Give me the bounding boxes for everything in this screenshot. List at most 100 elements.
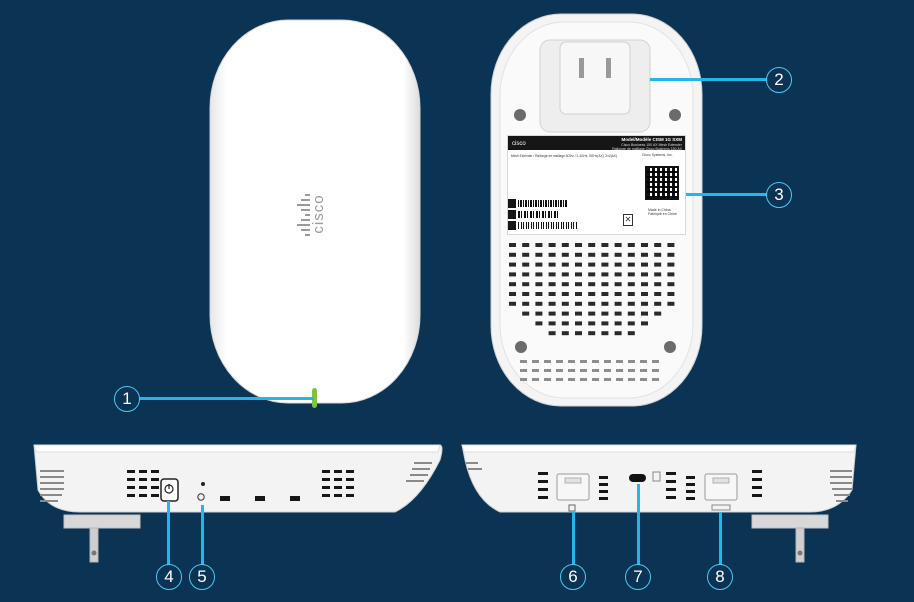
vent-slot	[614, 243, 622, 247]
vent-slot	[614, 272, 622, 277]
barcode-mac	[518, 222, 578, 229]
vent-slot	[654, 301, 662, 306]
vent-slot	[575, 321, 582, 326]
label-desc-1: Cisco Business 150 AX Mesh Extender	[621, 143, 682, 147]
vent-slot	[588, 301, 596, 306]
vent-slot	[575, 292, 582, 296]
vent-slot	[568, 369, 575, 372]
barcode-pid	[518, 211, 558, 218]
vent-slot	[588, 272, 596, 277]
vent-slot	[686, 476, 695, 479]
label-desc-2: Rallonge de maillage Cisco Business 150 …	[612, 147, 682, 151]
vent-slot	[627, 331, 635, 336]
vent-slot	[627, 292, 635, 296]
vent-slot	[667, 272, 675, 277]
vent-slot	[522, 262, 530, 267]
leader-line-8	[719, 512, 722, 565]
vent-slot	[548, 331, 556, 336]
vent-slot	[535, 311, 543, 316]
vent-slot	[641, 321, 648, 326]
vent-slot	[509, 252, 516, 257]
vent-slot	[588, 292, 596, 296]
vent-slot	[151, 478, 159, 481]
vent-slot	[522, 252, 530, 257]
vent-slot	[322, 486, 330, 489]
vent-slot	[532, 378, 539, 381]
vent-slot	[654, 292, 662, 296]
vent-slot	[535, 252, 543, 257]
status-led	[312, 388, 317, 408]
vent-slot	[667, 292, 675, 296]
callout-5: 5	[189, 564, 215, 590]
vent-slot	[640, 369, 647, 372]
vent-slot	[322, 478, 330, 481]
vent-slot	[139, 486, 147, 489]
vent-slot	[548, 262, 556, 267]
vent-slot	[686, 497, 695, 500]
vent-slot	[522, 243, 530, 247]
label-header	[508, 136, 685, 150]
vent-slot	[666, 480, 676, 483]
vent-slot	[509, 282, 516, 287]
vent-slot	[627, 272, 635, 277]
callout-6: 6	[560, 564, 586, 590]
vent-slot	[346, 478, 354, 481]
vent-slot	[522, 292, 530, 296]
vent-slot	[588, 311, 596, 316]
vent-slot	[520, 369, 527, 372]
vent-slot	[601, 331, 609, 336]
vent-slot	[652, 378, 659, 381]
vent-slot	[538, 496, 548, 499]
label-small-text: Mesh Extender / Rallonge de maillage 5GH…	[511, 154, 617, 158]
vent-slot	[641, 282, 648, 287]
vent-slot	[561, 262, 569, 267]
vent-slot	[580, 360, 587, 363]
vent-slot	[641, 252, 648, 257]
vent-slot	[139, 494, 147, 497]
label-cisco-logo: cisco	[512, 141, 526, 147]
vent-slot	[509, 262, 516, 267]
vent-slot	[544, 369, 551, 372]
vent-slot	[322, 470, 330, 473]
vent-slot	[127, 486, 135, 489]
vent-slot	[561, 331, 569, 336]
vent-slot	[548, 252, 556, 257]
vent-slot	[627, 321, 635, 326]
label-made-in-fr: Fabriqué en Chine	[648, 212, 677, 216]
callout-4: 4	[156, 564, 182, 590]
vent-slot	[666, 488, 676, 491]
vent-slot	[346, 470, 354, 473]
leader-line-5	[201, 505, 204, 565]
barcode-block	[508, 199, 588, 233]
vent-slot	[544, 360, 551, 363]
vent-slot	[588, 331, 596, 336]
vent-slot	[538, 472, 548, 475]
label-model: Model/Modèle CISM 1G SXM	[621, 137, 682, 142]
vent-slot	[654, 282, 662, 287]
vent-slot	[667, 301, 675, 306]
vent-slot	[556, 369, 563, 372]
vent-slot	[601, 252, 609, 257]
vent-slot	[334, 486, 342, 489]
vent-slot	[686, 490, 695, 493]
vent-slot	[601, 311, 609, 316]
vent-slot	[614, 282, 622, 287]
vent-slot	[641, 311, 648, 316]
vent-slot	[604, 369, 611, 372]
vent-slot	[627, 252, 635, 257]
vent-slot	[667, 282, 675, 287]
vent-slot	[601, 282, 609, 287]
product-label: cisco Model/Modèle CISM 1G SXM Cisco Bus…	[507, 135, 686, 235]
vent-slot	[575, 252, 582, 257]
callout-2: 2	[766, 67, 792, 93]
vent-slot	[654, 252, 662, 257]
vent-slot	[667, 252, 675, 257]
vent-slot	[127, 470, 135, 473]
vent-slot	[752, 494, 762, 497]
callout-3: 3	[766, 182, 792, 208]
vent-slot	[628, 369, 635, 372]
vent-slot	[509, 243, 516, 247]
weee-icon: ✕	[623, 214, 633, 226]
